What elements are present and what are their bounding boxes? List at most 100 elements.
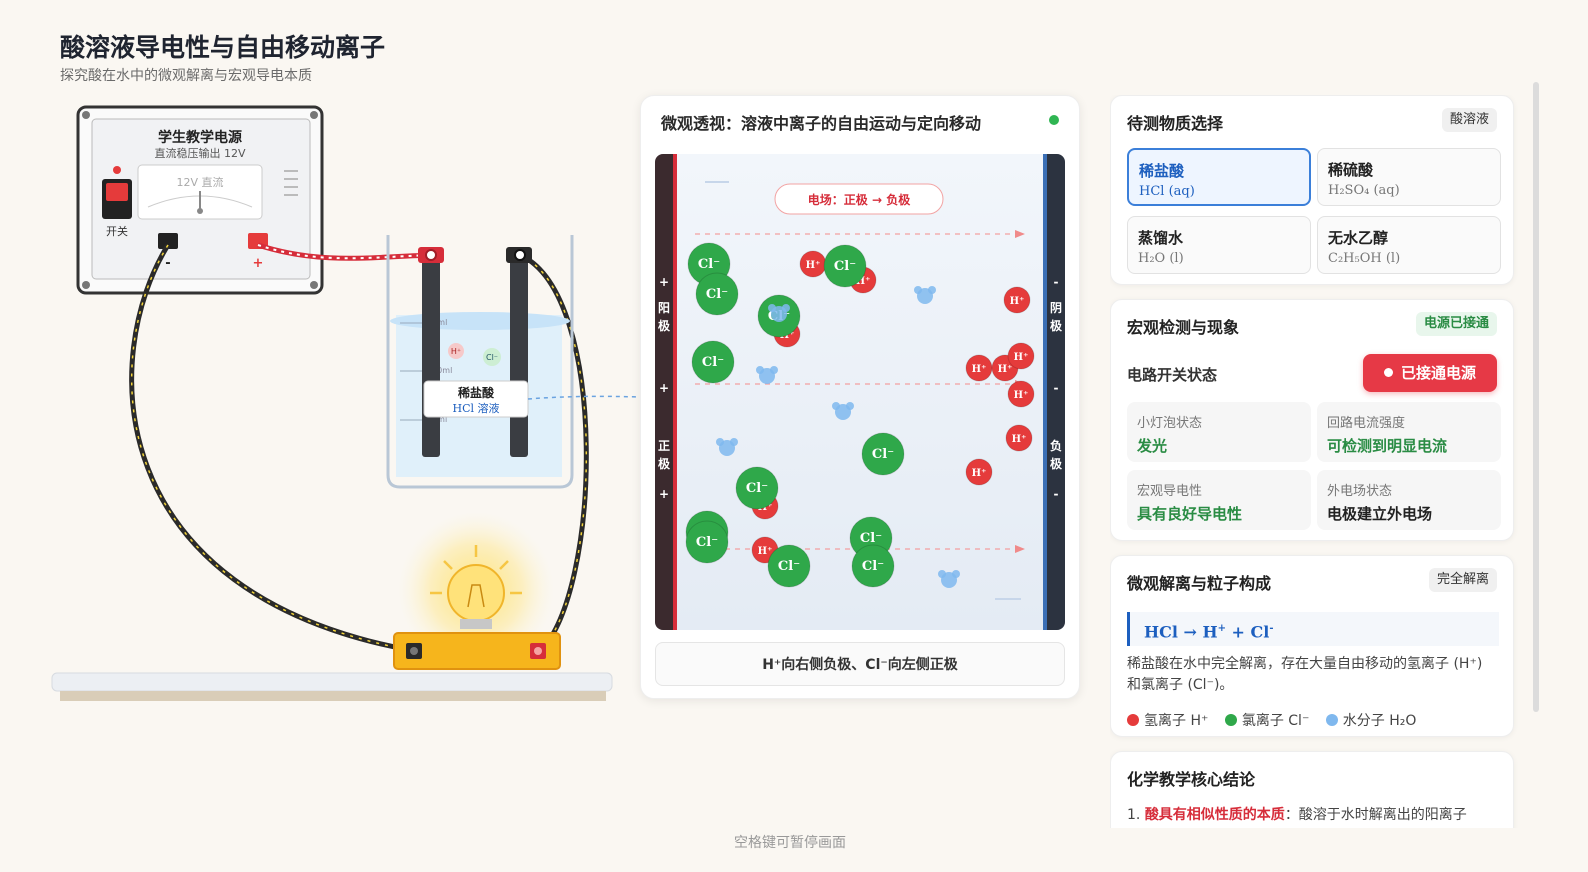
mini-h-label: H⁺ (451, 347, 461, 356)
negative-terminal-label: - (165, 256, 170, 271)
dissociation-equation: HCl → H+ + Cl- (1127, 612, 1499, 646)
svg-text:H⁺: H⁺ (1014, 352, 1029, 363)
svg-text:Cl⁻: Cl⁻ (778, 559, 800, 574)
svg-text:H⁺: H⁺ (758, 546, 773, 557)
legend-cl: 氯离子 Cl⁻ (1241, 713, 1310, 729)
black-wire-left (129, 243, 416, 654)
selection-card: 待测物质选择 酸溶液 稀盐酸 HCl (aq) 稀硫酸 H₂SO₄ (aq) 蒸… (1110, 95, 1514, 285)
sidebar-scrollbar[interactable] (1533, 82, 1539, 712)
power-status-badge: 电源已接通 (1415, 312, 1497, 336)
svg-text:Cl⁻: Cl⁻ (860, 531, 882, 546)
anode-sub-1: 正 (658, 439, 670, 453)
water-molecule (768, 304, 790, 322)
h-ion: H⁺ (1007, 380, 1035, 408)
power-dot-icon (1383, 368, 1393, 377)
svg-text:Cl⁻: Cl⁻ (698, 257, 720, 272)
svg-text:Cl⁻: Cl⁻ (746, 481, 768, 496)
zoom-connector (527, 395, 639, 400)
apparatus-stage: 学生教学电源 直流稳压输出 12V 12V 直流 开关 - + (40, 95, 640, 715)
page-subtitle: 探究酸在水中的微观解离与宏观导电本质 (60, 68, 312, 84)
negative-terminal[interactable] (158, 233, 178, 249)
svg-text:Cl⁻: Cl⁻ (862, 559, 884, 574)
macro-title: 宏观检测与现象 (1127, 318, 1240, 337)
cathode-minus-1: - (1054, 275, 1059, 289)
option-name: 无水乙醇 (1328, 229, 1389, 247)
anode-plate (655, 154, 673, 630)
cl-ion: Cl⁻ (851, 544, 895, 588)
cl-ion: Cl⁻ (861, 432, 905, 476)
option-formula: H₂O (l) (1138, 251, 1184, 266)
selection-badge: 酸溶液 (1441, 108, 1497, 132)
tile-value: 发光 (1137, 437, 1168, 455)
svg-text:H⁺: H⁺ (1012, 434, 1027, 445)
power-subtitle: 直流稳压输出 12V (154, 146, 245, 160)
lab-table-shadow (60, 691, 606, 701)
svg-text:H⁺: H⁺ (998, 364, 1013, 375)
water-icon (1325, 714, 1338, 726)
svg-text:H⁺: H⁺ (1010, 296, 1025, 307)
bulb (447, 564, 505, 622)
tile-bulb: 小灯泡状态 发光 (1127, 402, 1311, 462)
sidebar: 待测物质选择 酸溶液 稀盐酸 HCl (aq) 稀硫酸 H₂SO₄ (aq) 蒸… (1110, 95, 1520, 828)
black-wire-right (518, 252, 589, 653)
beaker-formula: HCl 溶液 (452, 401, 499, 415)
power-indicator-light (113, 166, 121, 174)
cl-ion-icon (1224, 714, 1237, 726)
live-indicator (1049, 115, 1059, 125)
water-molecule (832, 402, 854, 420)
field-label: 电场：正极 → 负极 (808, 192, 911, 207)
option-formula: H₂SO₄ (aq) (1328, 183, 1400, 198)
micro-view-card: 微观透视：溶液中离子的自由运动与定向移动 + + + - - - 阳 极 正 极… (640, 95, 1080, 699)
power-switch[interactable] (102, 179, 132, 219)
option-hcl[interactable]: 稀盐酸 HCl (aq) (1127, 148, 1311, 206)
tile-field: 外电场状态 电极建立外电场 (1317, 470, 1501, 530)
svg-text:H⁺: H⁺ (972, 468, 987, 479)
svg-text:H⁺: H⁺ (806, 260, 821, 271)
svg-text:H⁺: H⁺ (972, 364, 987, 375)
cathode-minus-2: - (1054, 381, 1059, 395)
water-molecule (938, 570, 960, 588)
svg-text:Cl⁻: Cl⁻ (706, 287, 728, 302)
svg-text:Cl⁻: Cl⁻ (872, 447, 894, 462)
cl-ion: Cl⁻ (695, 272, 739, 316)
tile-value: 可检测到明显电流 (1327, 437, 1448, 455)
dissociation-title: 微观解离与粒子构成 (1127, 574, 1272, 593)
dissociation-badge: 完全解离 (1428, 568, 1497, 592)
eq-sup-cl: - (1269, 623, 1274, 634)
tile-key: 回路电流强度 (1327, 416, 1406, 431)
power-toggle-label: 已接通电源 (1400, 364, 1476, 382)
option-h2so4[interactable]: 稀硫酸 H₂SO₄ (aq) (1317, 148, 1501, 206)
h-ion: H⁺ (1007, 342, 1035, 370)
power-toggle-button[interactable]: 已接通电源 (1363, 354, 1497, 392)
svg-text:Cl⁻: Cl⁻ (834, 259, 856, 274)
conclusion-prefix: 1. (1127, 807, 1145, 823)
svg-text:H⁺: H⁺ (758, 502, 773, 513)
option-name: 蒸馏水 (1138, 229, 1184, 247)
positive-terminal-label: + (253, 256, 264, 271)
micro-caption: H⁺向右侧负极、Cl⁻向左侧正极 (655, 642, 1065, 686)
cathode-label-1: 阴 (1050, 300, 1062, 315)
conclusion-card: 化学教学核心结论 1. 酸具有相似性质的本质：酸溶于水时解离出的阳离子 (1110, 751, 1514, 828)
conclusion-rest: ：酸溶于水时解离出的阳离子 (1284, 807, 1467, 823)
h-ion: H⁺ (965, 354, 993, 382)
cl-ion: Cl⁻ (685, 520, 729, 564)
tile-key: 小灯泡状态 (1137, 416, 1203, 431)
selection-title: 待测物质选择 (1127, 114, 1224, 133)
mini-h-ion (448, 343, 464, 359)
cathode-sub-2: 极 (1050, 456, 1063, 471)
tile-current: 回路电流强度 可检测到明显电流 (1317, 402, 1501, 462)
bulb-base (393, 632, 561, 670)
cathode-sub-1: 负 (1050, 438, 1062, 453)
cl-ion: Cl⁻ (823, 244, 867, 288)
mini-cl-ion (483, 348, 501, 366)
option-name: 稀盐酸 (1139, 162, 1185, 180)
option-water[interactable]: 蒸馏水 H₂O (l) (1127, 216, 1311, 274)
svg-text:H⁺: H⁺ (780, 330, 795, 341)
anode-plus-1: + (659, 275, 669, 289)
svg-text:H⁺: H⁺ (1014, 390, 1029, 401)
option-ethanol[interactable]: 无水乙醇 C₂H₅OH (l) (1317, 216, 1501, 274)
anode-plus-3: + (659, 487, 669, 501)
cl-ion: Cl⁻ (767, 544, 811, 588)
h-ion: H⁺ (965, 458, 993, 486)
anode-plus-2: + (659, 381, 669, 395)
